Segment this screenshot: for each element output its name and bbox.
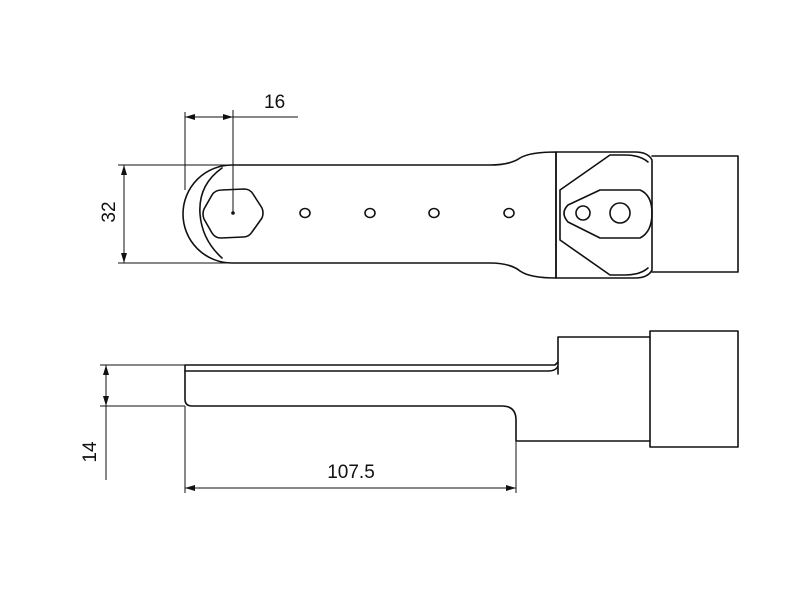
- hole-2: [364, 207, 376, 219]
- tip-hole-small: [575, 205, 591, 221]
- hole-3: [428, 207, 440, 219]
- hex-relief-arc: [199, 167, 223, 259]
- side-profile: [184, 330, 739, 448]
- hole-1: [299, 207, 311, 219]
- dim-label-14: 14: [80, 441, 101, 463]
- dim-label-16: 16: [264, 92, 285, 113]
- dimension-14: 14: [80, 364, 185, 480]
- end-cap: [651, 155, 739, 273]
- side-view: [184, 330, 739, 448]
- head-chevron-outer: [559, 154, 649, 276]
- dimension-32: 32: [99, 164, 232, 264]
- dim-label-32: 32: [99, 201, 120, 222]
- tip-hole-large: [609, 202, 631, 224]
- hex-socket: [202, 188, 264, 239]
- top-view: [182, 151, 739, 279]
- head-chevron-inner: [563, 189, 653, 239]
- dimension-16: 16: [184, 92, 298, 213]
- head-block: [555, 151, 653, 279]
- side-top-strip: [184, 361, 559, 375]
- dimension-107-5: 107.5: [184, 406, 517, 493]
- hole-4: [503, 207, 515, 219]
- handle-outline: [182, 151, 557, 279]
- dim-label-107-5: 107.5: [327, 462, 375, 483]
